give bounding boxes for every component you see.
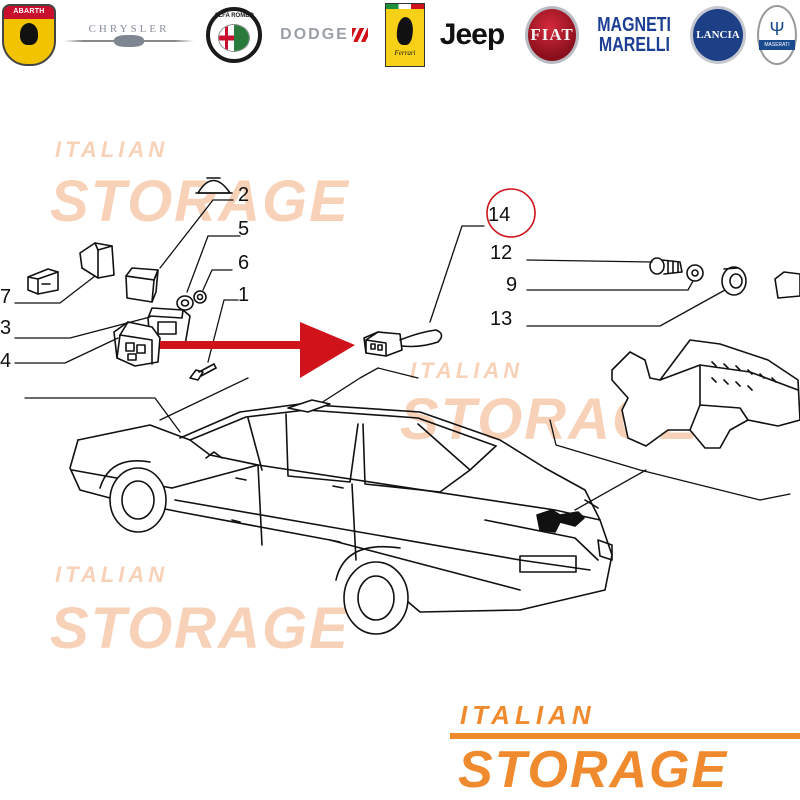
jeep-logo: Jeep — [430, 2, 514, 68]
alfa-romeo-logo-text: ALFA ROMEO — [214, 13, 254, 19]
italian-storage-logo: ITALIAN STORAGE — [450, 700, 800, 800]
highlighted-component-on-car — [536, 509, 585, 533]
footer-logo-rule — [450, 733, 800, 739]
courtesy-lamp-part — [195, 177, 233, 194]
relay-part — [125, 267, 159, 303]
cap-part — [774, 271, 800, 299]
lancia-logo: LANCIA — [686, 2, 750, 68]
leader-lines-car — [24, 367, 791, 511]
callout-9: 9 — [506, 274, 518, 296]
magneti-logo-line1: MAGNETI — [597, 14, 671, 36]
footer-logo-line2: STORAGE — [458, 741, 729, 799]
footer-logo-line1: ITALIAN — [460, 700, 596, 730]
leader-line-14 — [429, 225, 485, 323]
nut-part — [176, 290, 207, 311]
bolt-part — [649, 257, 683, 275]
jeep-logo-text: Jeep — [439, 18, 505, 51]
callout-14: 14 — [488, 204, 511, 226]
dodge-logo-text: DODGE — [280, 26, 349, 43]
magneti-marelli-logo: MAGNETI MARELLI — [588, 2, 680, 68]
alfa-romeo-logo: ALFA ROMEO — [202, 2, 266, 68]
magneti-logo-line2: MARELLI — [598, 34, 670, 56]
parts-diagram — [14, 177, 800, 635]
callout-2: 2 — [238, 184, 250, 206]
grommet-part — [721, 266, 747, 296]
car-sedan-illustration — [69, 399, 613, 635]
relay-box-part — [79, 242, 115, 279]
highlight-arrow — [160, 322, 355, 378]
chrysler-logo: CHRYSLER — [62, 2, 196, 68]
washer-part — [686, 264, 704, 282]
brand-logo-strip: ABARTH CHRYSLER ALFA ROMEO DODGE Ferrari… — [0, 0, 800, 70]
trident-icon: Ψ — [769, 19, 785, 39]
screw-part — [189, 363, 217, 381]
callout-7: 7 — [0, 286, 12, 308]
callout-6: 6 — [238, 252, 250, 274]
fiat-logo: FIAT — [520, 2, 584, 68]
maserati-logo: Ψ MASERATI — [754, 2, 800, 68]
fiat-logo-text: FIAT — [530, 25, 574, 44]
callout-3: 3 — [0, 317, 12, 339]
wiring-connector-part — [363, 329, 443, 357]
dodge-logo: DODGE — [270, 2, 378, 68]
abarth-logo-text: ABARTH — [13, 8, 45, 15]
callout-12: 12 — [490, 242, 513, 264]
ferrari-logo-text: Ferrari — [394, 49, 416, 57]
callout-4: 4 — [0, 350, 12, 372]
leader-lines-right — [526, 259, 726, 327]
abarth-logo: ABARTH — [0, 2, 58, 68]
callout-13: 13 — [490, 308, 513, 330]
callout-1: 1 — [238, 284, 250, 306]
chrysler-logo-text: CHRYSLER — [88, 23, 170, 35]
lancia-logo-text: LANCIA — [696, 29, 740, 41]
maserati-logo-text: MASERATI — [764, 42, 790, 48]
bracket-part — [611, 339, 800, 449]
callout-5: 5 — [238, 218, 250, 240]
relay-holder-part — [113, 321, 161, 367]
connector-part — [27, 268, 59, 295]
highlight-circle — [486, 188, 536, 238]
ferrari-logo: Ferrari — [384, 2, 426, 68]
